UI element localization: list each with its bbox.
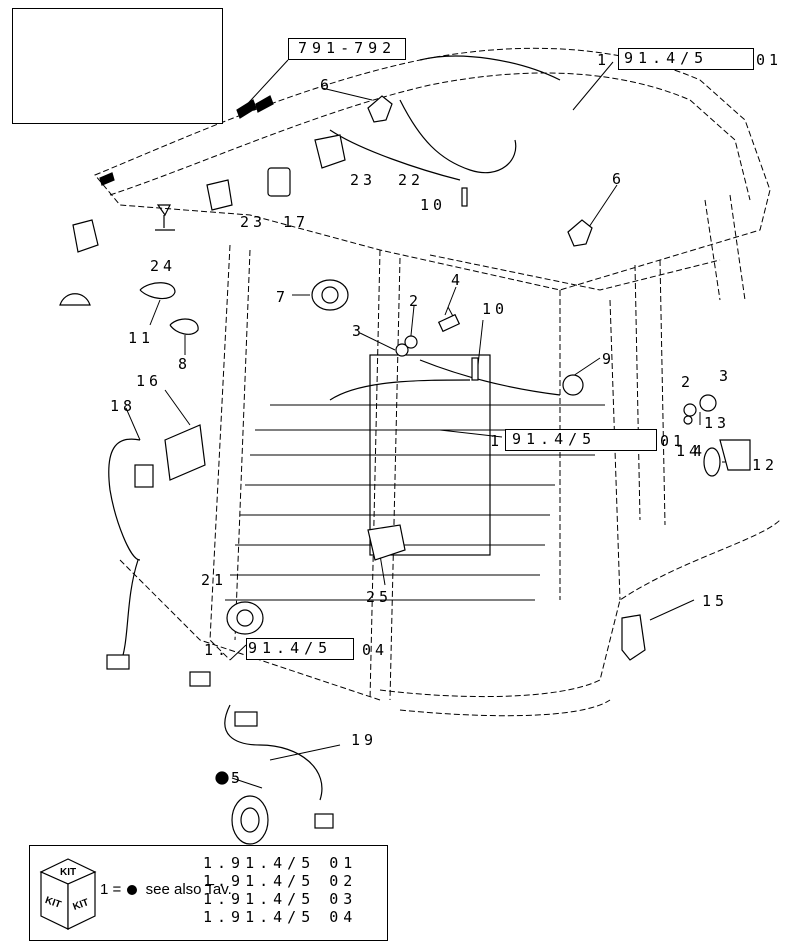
cab-thumbnail-frame bbox=[12, 8, 223, 124]
callout-7: 7 bbox=[276, 288, 290, 306]
part-9 bbox=[562, 374, 584, 396]
connector-lower-left bbox=[106, 654, 130, 670]
ref-box-top-right bbox=[618, 48, 754, 70]
wiring-harness bbox=[108, 55, 561, 801]
cab-ghost-outline bbox=[94, 47, 781, 717]
warning-symbol-icon bbox=[267, 167, 291, 197]
washer-3 bbox=[395, 343, 409, 357]
bolt-10 bbox=[461, 187, 468, 207]
callout-24: 24 bbox=[150, 257, 177, 275]
connector-lower-mid bbox=[189, 671, 211, 687]
bracket-25 bbox=[367, 524, 406, 561]
leader-lines bbox=[125, 59, 740, 789]
callout-18: 18 bbox=[110, 397, 137, 415]
cable-11 bbox=[139, 282, 176, 300]
switch-17 bbox=[206, 179, 233, 211]
cable-8 bbox=[169, 318, 199, 335]
washer-2-right bbox=[683, 403, 697, 417]
bracket-15 bbox=[621, 614, 646, 661]
callout-4: 4 bbox=[451, 271, 465, 289]
ref-middle-boxed: 91.4/5 bbox=[512, 430, 597, 448]
stripe-marker-top bbox=[236, 99, 257, 119]
callout-22: 22 bbox=[398, 171, 425, 189]
kit-dot-5 bbox=[215, 771, 229, 785]
ref-middle-suffix: 01 bbox=[660, 432, 687, 450]
callout-14: 14 bbox=[676, 442, 703, 460]
callout-12: 12 bbox=[752, 456, 779, 474]
kit-legend-box: KIT KIT KIT bbox=[29, 845, 388, 941]
callout-3-right: 3 bbox=[719, 367, 733, 385]
ref-box-lower bbox=[246, 638, 354, 660]
switch-22 bbox=[314, 134, 346, 169]
ref-top-right-boxed: 91.4/5 bbox=[624, 49, 709, 67]
kit-dot-icon bbox=[127, 885, 138, 896]
callout-5: 5 bbox=[231, 769, 245, 787]
callout-2-mid: 2 bbox=[409, 292, 423, 310]
kit-label-left: KIT bbox=[44, 895, 63, 911]
callout-11: 11 bbox=[128, 329, 155, 347]
kit-legend-text: 1 = see also Tav. bbox=[100, 881, 232, 898]
turtle-symbol-icon bbox=[59, 293, 91, 306]
legend-ref-3: 1.91.4/5 03 bbox=[203, 890, 358, 908]
legend-ref-1: 1.91.4/5 01 bbox=[203, 854, 358, 872]
connector-19b bbox=[314, 813, 334, 829]
callout-15: 15 bbox=[702, 592, 729, 610]
kit-see-also: see also Tav. bbox=[145, 881, 232, 898]
components bbox=[59, 95, 751, 845]
callout-6-right: 6 bbox=[612, 170, 626, 188]
ref-top-right-suffix: 01 bbox=[756, 51, 783, 69]
callout-10-mid: 10 bbox=[482, 300, 509, 318]
callout-16: 16 bbox=[136, 372, 163, 390]
stud-4 bbox=[437, 313, 461, 333]
callout-6-top: 6 bbox=[320, 76, 334, 94]
callout-23-b: 23 bbox=[240, 213, 267, 231]
connector-19a bbox=[234, 711, 258, 727]
ref-lower-prefix: 1. bbox=[204, 641, 231, 659]
callout-21: 21 bbox=[201, 571, 228, 589]
ref-lower-suffix: 04 bbox=[362, 641, 389, 659]
callout-17: 17 bbox=[283, 213, 310, 231]
lamp-symbol-icon bbox=[155, 204, 175, 231]
callout-23-a: 23 bbox=[350, 171, 377, 189]
legend-ref-2: 1.91.4/5 02 bbox=[203, 872, 358, 890]
ref-lower-boxed: 91.4/5 bbox=[248, 639, 333, 657]
ref-top-left: 791-792 bbox=[298, 39, 397, 57]
callout-25: 25 bbox=[366, 588, 393, 606]
washer-2 bbox=[404, 335, 418, 349]
ref-box-top-left bbox=[288, 38, 406, 60]
washer-3-right bbox=[699, 394, 717, 412]
fuse-block-16 bbox=[164, 424, 206, 481]
connector-18 bbox=[134, 464, 154, 488]
ref-middle-suffix2: 4 bbox=[693, 442, 707, 460]
callout-2-right: 2 bbox=[681, 373, 695, 391]
callout-10-top: 10 bbox=[420, 196, 447, 214]
stripe-marker-left bbox=[99, 172, 115, 186]
nut-14 bbox=[683, 415, 693, 425]
callout-9: 9 bbox=[602, 350, 616, 368]
fuse-relay-panel bbox=[369, 354, 491, 556]
kit-equation: 1 = bbox=[100, 881, 122, 898]
kit-box-icon: KIT KIT KIT bbox=[39, 858, 97, 930]
callout-13: 13 bbox=[704, 414, 731, 432]
kit-label-right: KIT bbox=[72, 897, 91, 913]
switch-24 bbox=[72, 219, 99, 253]
legend-ref-4: 1.91.4/5 04 bbox=[203, 908, 358, 926]
bolt-10b bbox=[471, 357, 479, 381]
ref-top-right-prefix: 1 bbox=[597, 51, 611, 69]
ref-box-middle bbox=[505, 429, 657, 451]
callout-3-mid: 3 bbox=[352, 322, 366, 340]
clip-6-top bbox=[367, 95, 393, 123]
bracket-12 bbox=[719, 439, 751, 471]
callout-19: 19 bbox=[351, 731, 378, 749]
clip-6-right bbox=[567, 219, 593, 247]
callout-8: 8 bbox=[178, 355, 192, 373]
kit-label-top: KIT bbox=[60, 867, 76, 878]
